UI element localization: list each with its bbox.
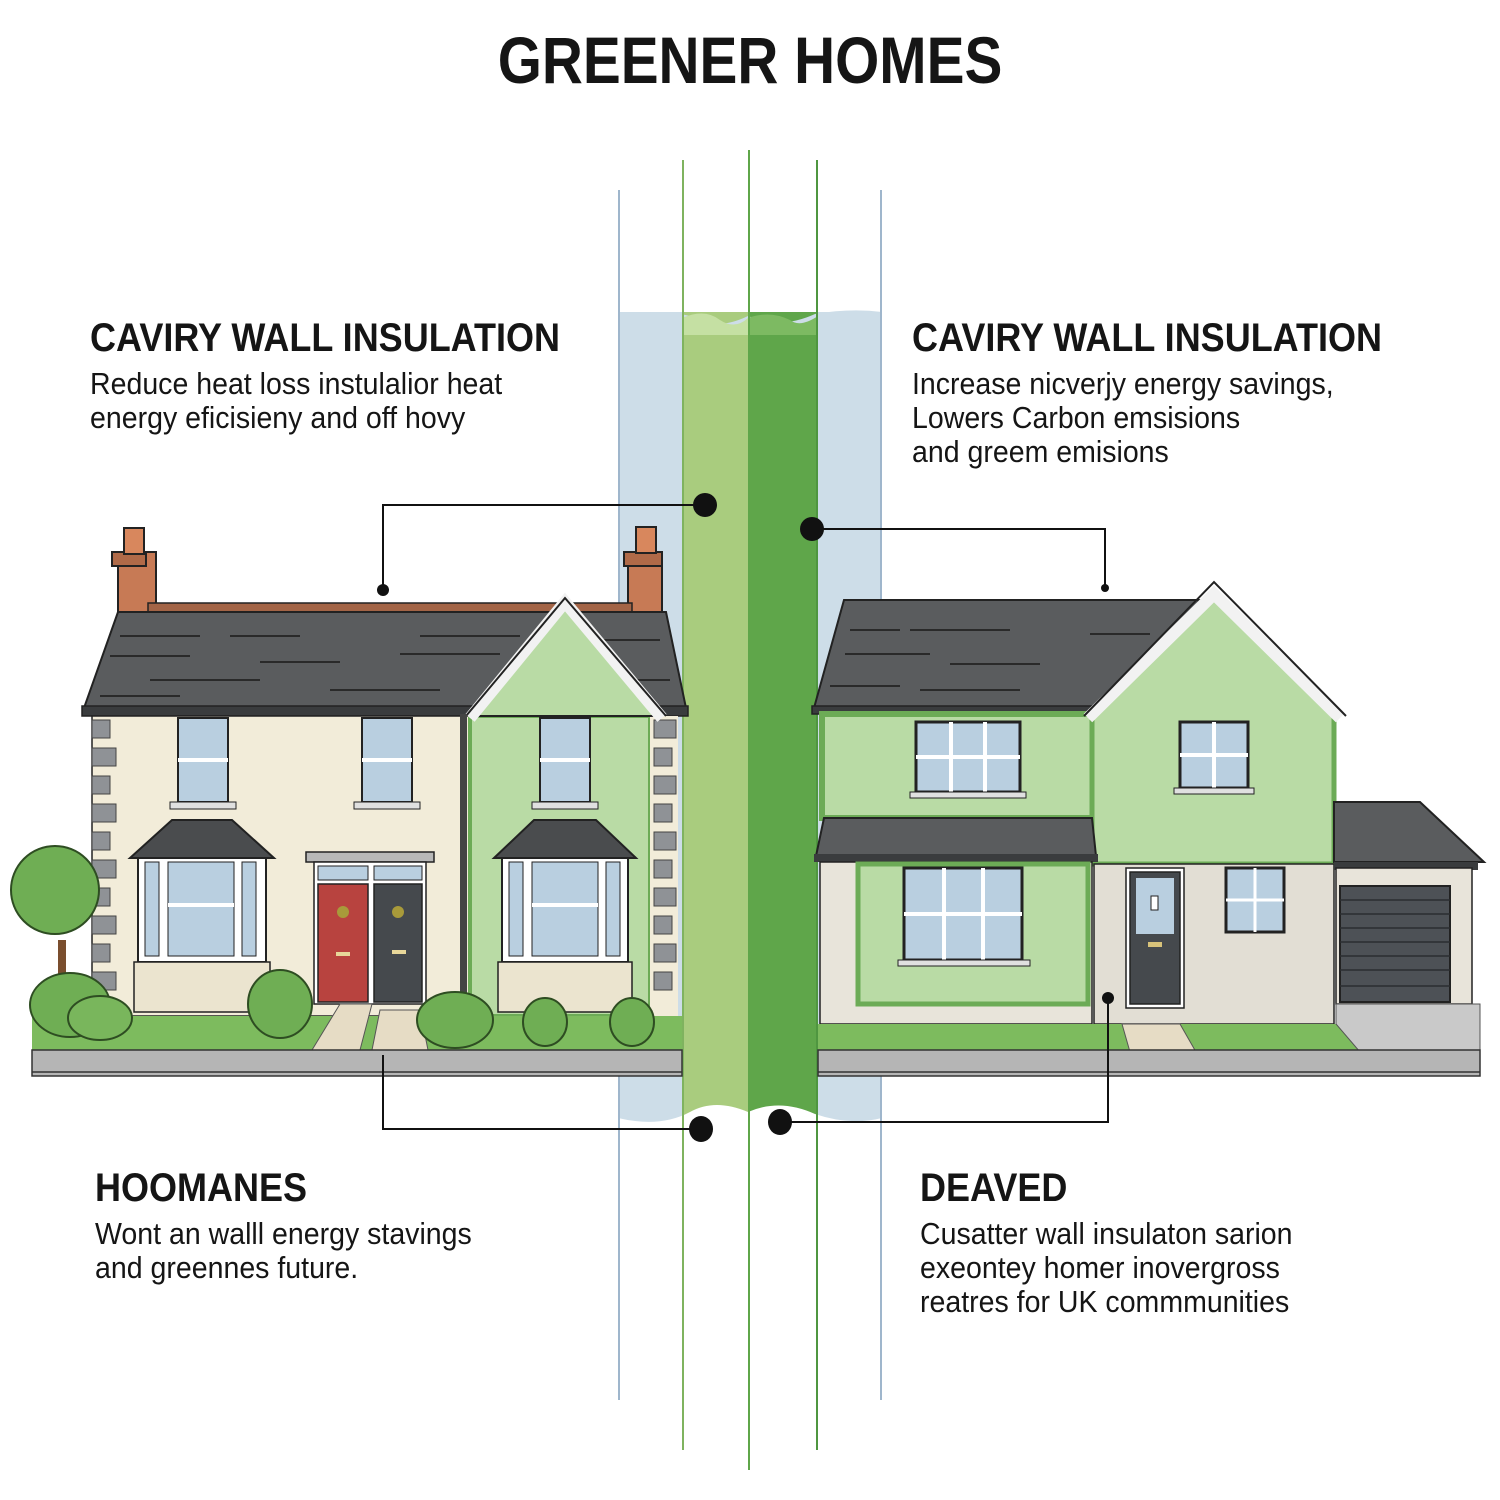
callout-bottom-left: HOOMANES Wont an walll energy stavings a… (95, 1166, 505, 1285)
callout-top-left: CAVIRY WALL INSULATION Reduce heat loss … (90, 316, 612, 435)
callout-heading: CAVIRY WALL INSULATION (912, 316, 1383, 360)
callout-body: Reduce heat loss instulalior heat energy… (90, 366, 503, 435)
callout-heading: HOOMANES (95, 1166, 308, 1210)
window (169, 717, 599, 810)
callout-body: Increase nicverjy energy savings, Lowers… (912, 366, 1334, 469)
callout-body: Cusatter wall insulaton sarion exeontey … (920, 1216, 1293, 1319)
callout-top-right: CAVIRY WALL INSULATION Increase nicverjy… (912, 316, 1434, 469)
callout-connectors (382, 504, 1109, 1130)
right-house (811, 580, 1487, 1077)
left-house (10, 526, 689, 1077)
callout-bottom-right: DEAVED Cusatter wall insulaton sarion ex… (920, 1166, 1325, 1319)
callout-heading: DEAVED (920, 1166, 1068, 1210)
bay-window (127, 819, 639, 1013)
front-doors (305, 851, 435, 1005)
callout-heading: CAVIRY WALL INSULATION (90, 316, 561, 360)
page-title: GREENER HOMES (497, 23, 1003, 97)
callout-dots (377, 493, 1109, 1142)
callout-body: Wont an walll energy stavings and greenn… (95, 1216, 472, 1285)
